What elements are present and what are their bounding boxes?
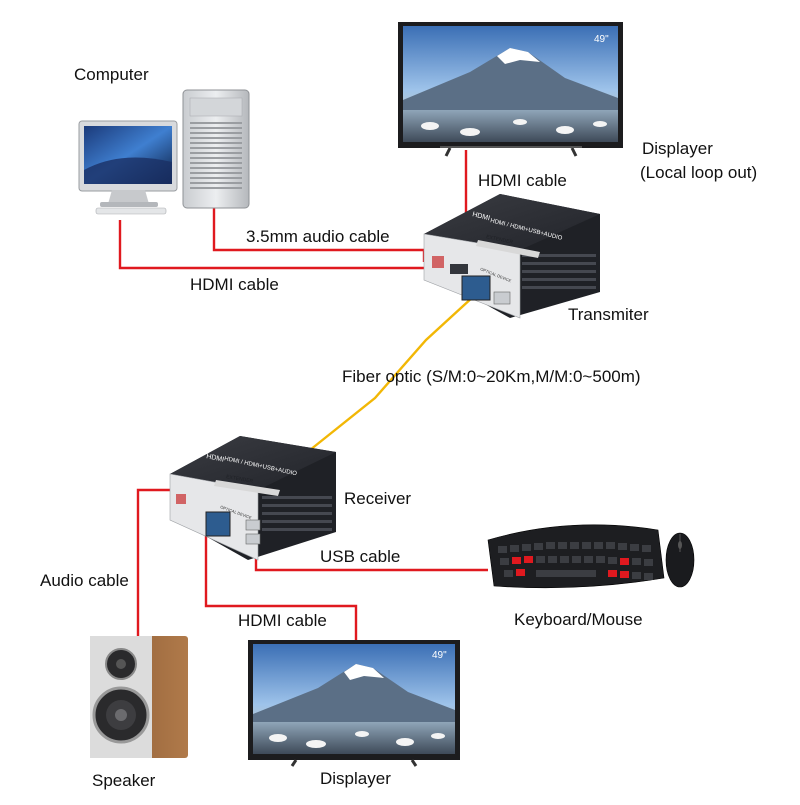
label-audio-cable: Audio cable <box>40 571 129 590</box>
computer-icon <box>78 89 250 215</box>
label-local-loop-out: (Local loop out) <box>640 163 758 182</box>
cables <box>118 150 488 640</box>
label-speaker: Speaker <box>92 771 156 790</box>
label-hdmi-cable-left: HDMI cable <box>190 275 279 294</box>
receiver-extender: EXTENDER <box>226 474 254 485</box>
label-computer: Computer <box>74 65 149 84</box>
label-fiber-optic: Fiber optic (S/M:0~20Km,M/M:0~500m) <box>342 367 641 386</box>
tv-top-icon: 49" <box>398 22 623 157</box>
label-hdmi-cable-bottom: HDMI cable <box>238 611 327 630</box>
fiber-optic-cable <box>299 295 475 459</box>
label-hdmi-cable-top: HDMI cable <box>478 171 567 190</box>
speaker-icon <box>90 636 188 758</box>
tv-top-size: 49" <box>594 34 609 45</box>
label-usb-cable: USB cable <box>320 547 401 566</box>
transmitter-device: HDMI HDMI / HDMI+USB+AUDIO EXTENDER OPTI… <box>423 194 600 319</box>
tv-bottom-icon: 49" <box>248 640 460 767</box>
hdmi-cable-bottom-display <box>204 516 358 640</box>
label-receiver: Receiver <box>344 489 412 508</box>
tv-bottom-size: 49" <box>432 650 447 661</box>
label-transmitter: Transmiter <box>568 305 649 324</box>
label-audio-cable-35mm: 3.5mm audio cable <box>246 227 390 246</box>
label-keyboard-mouse: Keyboard/Mouse <box>514 610 643 629</box>
label-displayer-bottom: Displayer <box>320 769 391 788</box>
receiver-device: HDMI HDMI / HDMI+USB+AUDIO EXTENDER OPTI… <box>169 436 336 561</box>
audio-cable-speaker <box>136 488 172 638</box>
label-displayer-top: Displayer <box>642 139 713 158</box>
transmitter-brand: HDMI <box>472 211 491 222</box>
keyboard-mouse-icon <box>487 524 695 589</box>
transmitter-extender: EXTENDER <box>486 234 514 246</box>
receiver-brand: HDMI <box>206 453 225 464</box>
